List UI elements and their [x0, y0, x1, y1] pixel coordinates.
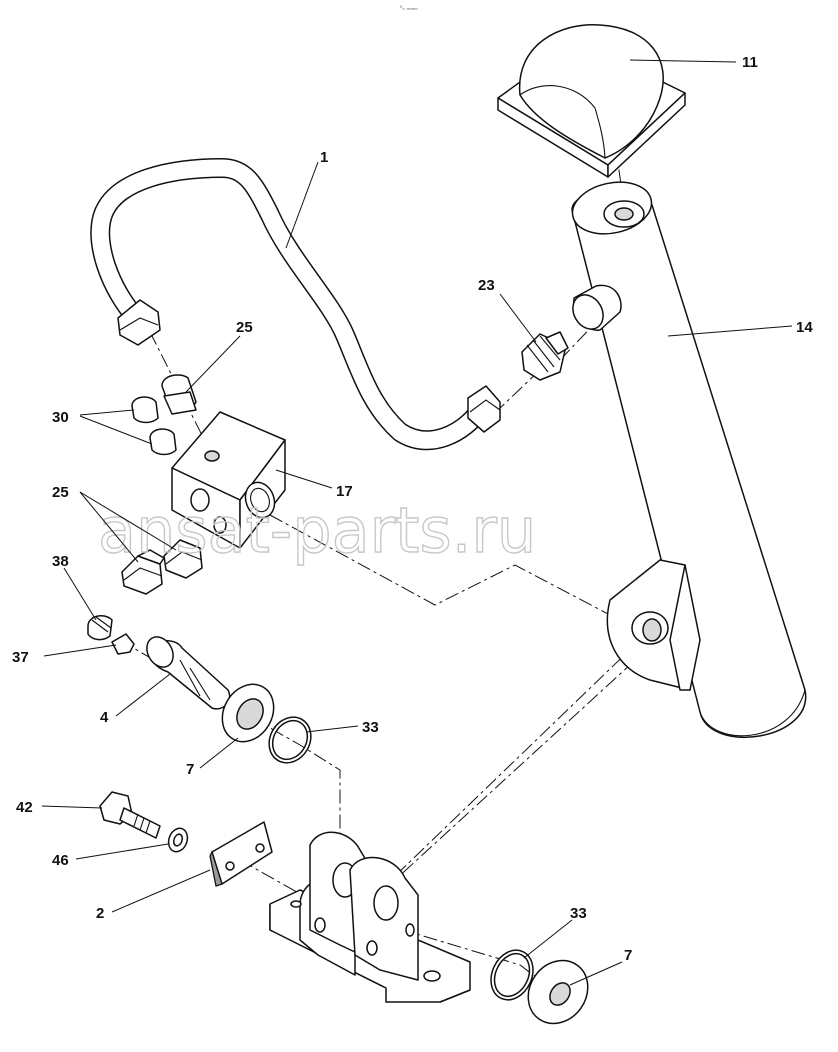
callout-7-lower: 7	[624, 947, 632, 964]
callout-37: 37	[12, 649, 29, 666]
small-plug-part-30-b	[149, 428, 177, 456]
bolt-part-42	[99, 791, 161, 839]
oring-part-33-lower	[490, 949, 534, 1001]
callout-2: 2	[96, 905, 104, 922]
callout-42: 42	[16, 799, 33, 816]
cap-part-38	[87, 615, 113, 641]
valve-block-part-17	[171, 411, 286, 549]
callout-25-lower: 25	[52, 484, 69, 501]
callout-14: 14	[796, 319, 813, 336]
callout-33-lower: 33	[570, 905, 587, 922]
small-plug-part-30-a	[131, 396, 159, 424]
hydraulic-pipe-part-1	[90, 158, 501, 451]
spring-washer-part-46	[167, 827, 189, 853]
callout-38: 38	[52, 553, 69, 570]
plug-part-25-upper	[161, 374, 197, 415]
callout-30: 30	[52, 409, 69, 426]
callout-4: 4	[100, 709, 109, 726]
lock-plate-part-2	[209, 821, 273, 887]
callout-7-upper: 7	[186, 761, 194, 778]
callout-33-upper: 33	[362, 719, 379, 736]
callout-labels: 11 1 14 23 25 30 17 25 38 37 4 33 7 42 4…	[12, 54, 813, 964]
callout-leaders	[41, 59, 793, 986]
callout-17: 17	[336, 483, 353, 500]
callout-11: 11	[742, 54, 758, 71]
buffer-dome-part-11	[497, 24, 686, 178]
washer-part-7-lower	[527, 959, 589, 1025]
clevis-bracket	[269, 831, 471, 1003]
hydraulic-cylinder-part-14	[571, 181, 807, 738]
header-mark: ⁰ₙ ₘₘₘ	[400, 5, 418, 12]
callout-25-upper: 25	[236, 319, 253, 336]
adapter-fitting-part-23	[521, 331, 569, 381]
hex-plug-part-25-b	[163, 539, 203, 579]
watermark-text: ansat-parts.ru	[98, 494, 536, 567]
oring-part-33-upper	[268, 716, 312, 764]
grease-nipple-part-37	[111, 633, 135, 655]
washer-part-7-upper	[221, 683, 275, 743]
pin-part-4	[146, 636, 231, 710]
callout-23: 23	[478, 277, 495, 294]
callout-46: 46	[52, 852, 69, 869]
callout-1: 1	[320, 149, 328, 166]
